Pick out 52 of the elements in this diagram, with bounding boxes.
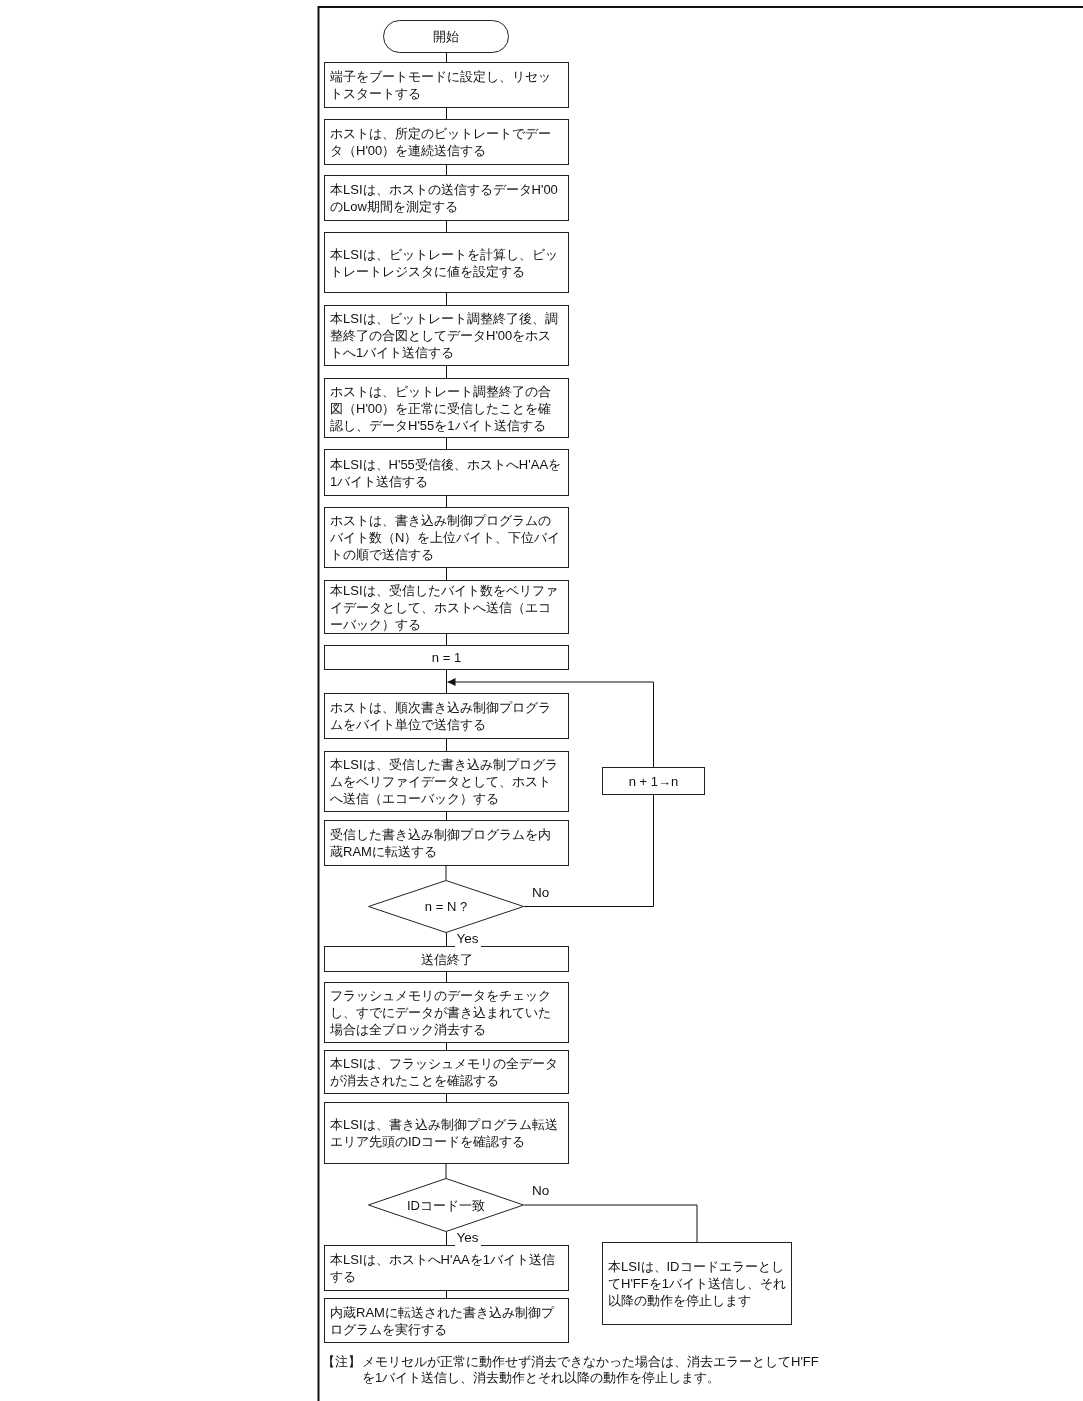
- process-box: ホストは、書き込み制御プログラムのバイト数（N）を上位バイト、下位バイトの順で送信する: [324, 507, 569, 568]
- process-box: 本LSIは、IDコードエラーとしてH'FFを1バイト送信し、それ以降の動作を停止します: [602, 1242, 792, 1325]
- process-box: ホストは、所定のビットレートでデータ（H'00）を連続送信する: [324, 119, 569, 165]
- connector-line: [446, 437, 447, 450]
- connector-line: [446, 1042, 447, 1051]
- connector-line: [446, 932, 447, 947]
- note-text: メモリセルが正常に動作せず消去できなかった場合は、消去エラーとしてH'FFを1バイト送信し、消去動作とそれ以降の動作を停止します。: [362, 1354, 820, 1386]
- connector-line: [446, 738, 447, 752]
- process-box: 本LSIは、ビットレートを計算し、ビットレートレジスタに値を設定する: [324, 232, 569, 293]
- connector-line: [446, 292, 447, 306]
- decision-diamond: IDコード一致: [368, 1178, 524, 1232]
- connector-line: [446, 1290, 447, 1299]
- connector-line: [446, 52, 447, 63]
- connector-line: [445, 1163, 447, 1179]
- connector-line: [446, 220, 447, 233]
- process-box: 内蔵RAMに転送された書き込み制御プログラムを実行する: [324, 1298, 569, 1343]
- connector-line: [523, 794, 654, 907]
- arrow: [447, 678, 654, 768]
- process-box: 端子をブートモードに設定し、リセットスタートする: [324, 62, 569, 108]
- connector-line: [446, 495, 447, 508]
- connector-line: [446, 971, 447, 983]
- connector-line: [446, 1093, 447, 1103]
- process-box: 本LSIは、フラッシュメモリの全データが消去されたことを確認する: [324, 1050, 569, 1094]
- process-box: 本LSIは、ホストへH'AAを1バイト送信する: [324, 1245, 569, 1291]
- process-box: 本LSIは、受信したバイト数をベリファイデータとして、ホストへ送信（エコーバック）する: [324, 580, 569, 634]
- process-box: 本LSIは、H'55受信後、ホストへH'AAを1バイト送信する: [324, 449, 569, 496]
- process-box: フラッシュメモリのデータをチェックし、すでにデータが書き込まれていた場合は全ブロック消去する: [324, 982, 569, 1043]
- process-box: ホストは、ビットレート調整終了の合図（H'00）を正常に受信したことを確認し、データH'55を1バイト送信する: [324, 378, 569, 438]
- connector-line: [523, 1204, 698, 1243]
- process-box: 本LSIは、書き込み制御プログラム転送エリア先頭のIDコードを確認する: [324, 1102, 569, 1164]
- note-marker: 【注】: [322, 1354, 362, 1370]
- connector-line: [446, 107, 447, 120]
- connector-line: [446, 365, 447, 379]
- process-box: 送信終了: [324, 946, 569, 972]
- connector-line: [446, 1231, 447, 1246]
- connector-line: [446, 164, 447, 176]
- process-box: 本LSIは、ホストの送信するデータH'00のLow期間を測定する: [324, 175, 569, 221]
- connector-line: [445, 865, 447, 881]
- edge-label: Yes: [454, 1230, 481, 1246]
- connector-line: [446, 633, 447, 646]
- process-box: 受信した書き込み制御プログラムを内蔵RAMに転送する: [324, 820, 569, 866]
- process-box: 本LSIは、受信した書き込み制プログラムをベリファイデータとして、ホストへ送信（エコーバック）する: [324, 751, 569, 812]
- process-box: n + 1→n: [602, 767, 705, 795]
- connector-line: [446, 567, 447, 581]
- process-box: 本LSIは、ビットレート調整終了後、調整終了の合図としてデータH'00をホストへ1バイト送信する: [324, 305, 569, 366]
- decision-diamond: n = N ?: [368, 880, 524, 933]
- process-box: ホストは、順次書き込み制御プログラムをバイト単位で送信する: [324, 693, 569, 739]
- connector-line: [446, 811, 447, 821]
- terminal-pill: 開始: [383, 20, 509, 53]
- connector-line: [446, 669, 447, 694]
- process-box: n = 1: [324, 645, 569, 670]
- edge-label: Yes: [454, 931, 481, 947]
